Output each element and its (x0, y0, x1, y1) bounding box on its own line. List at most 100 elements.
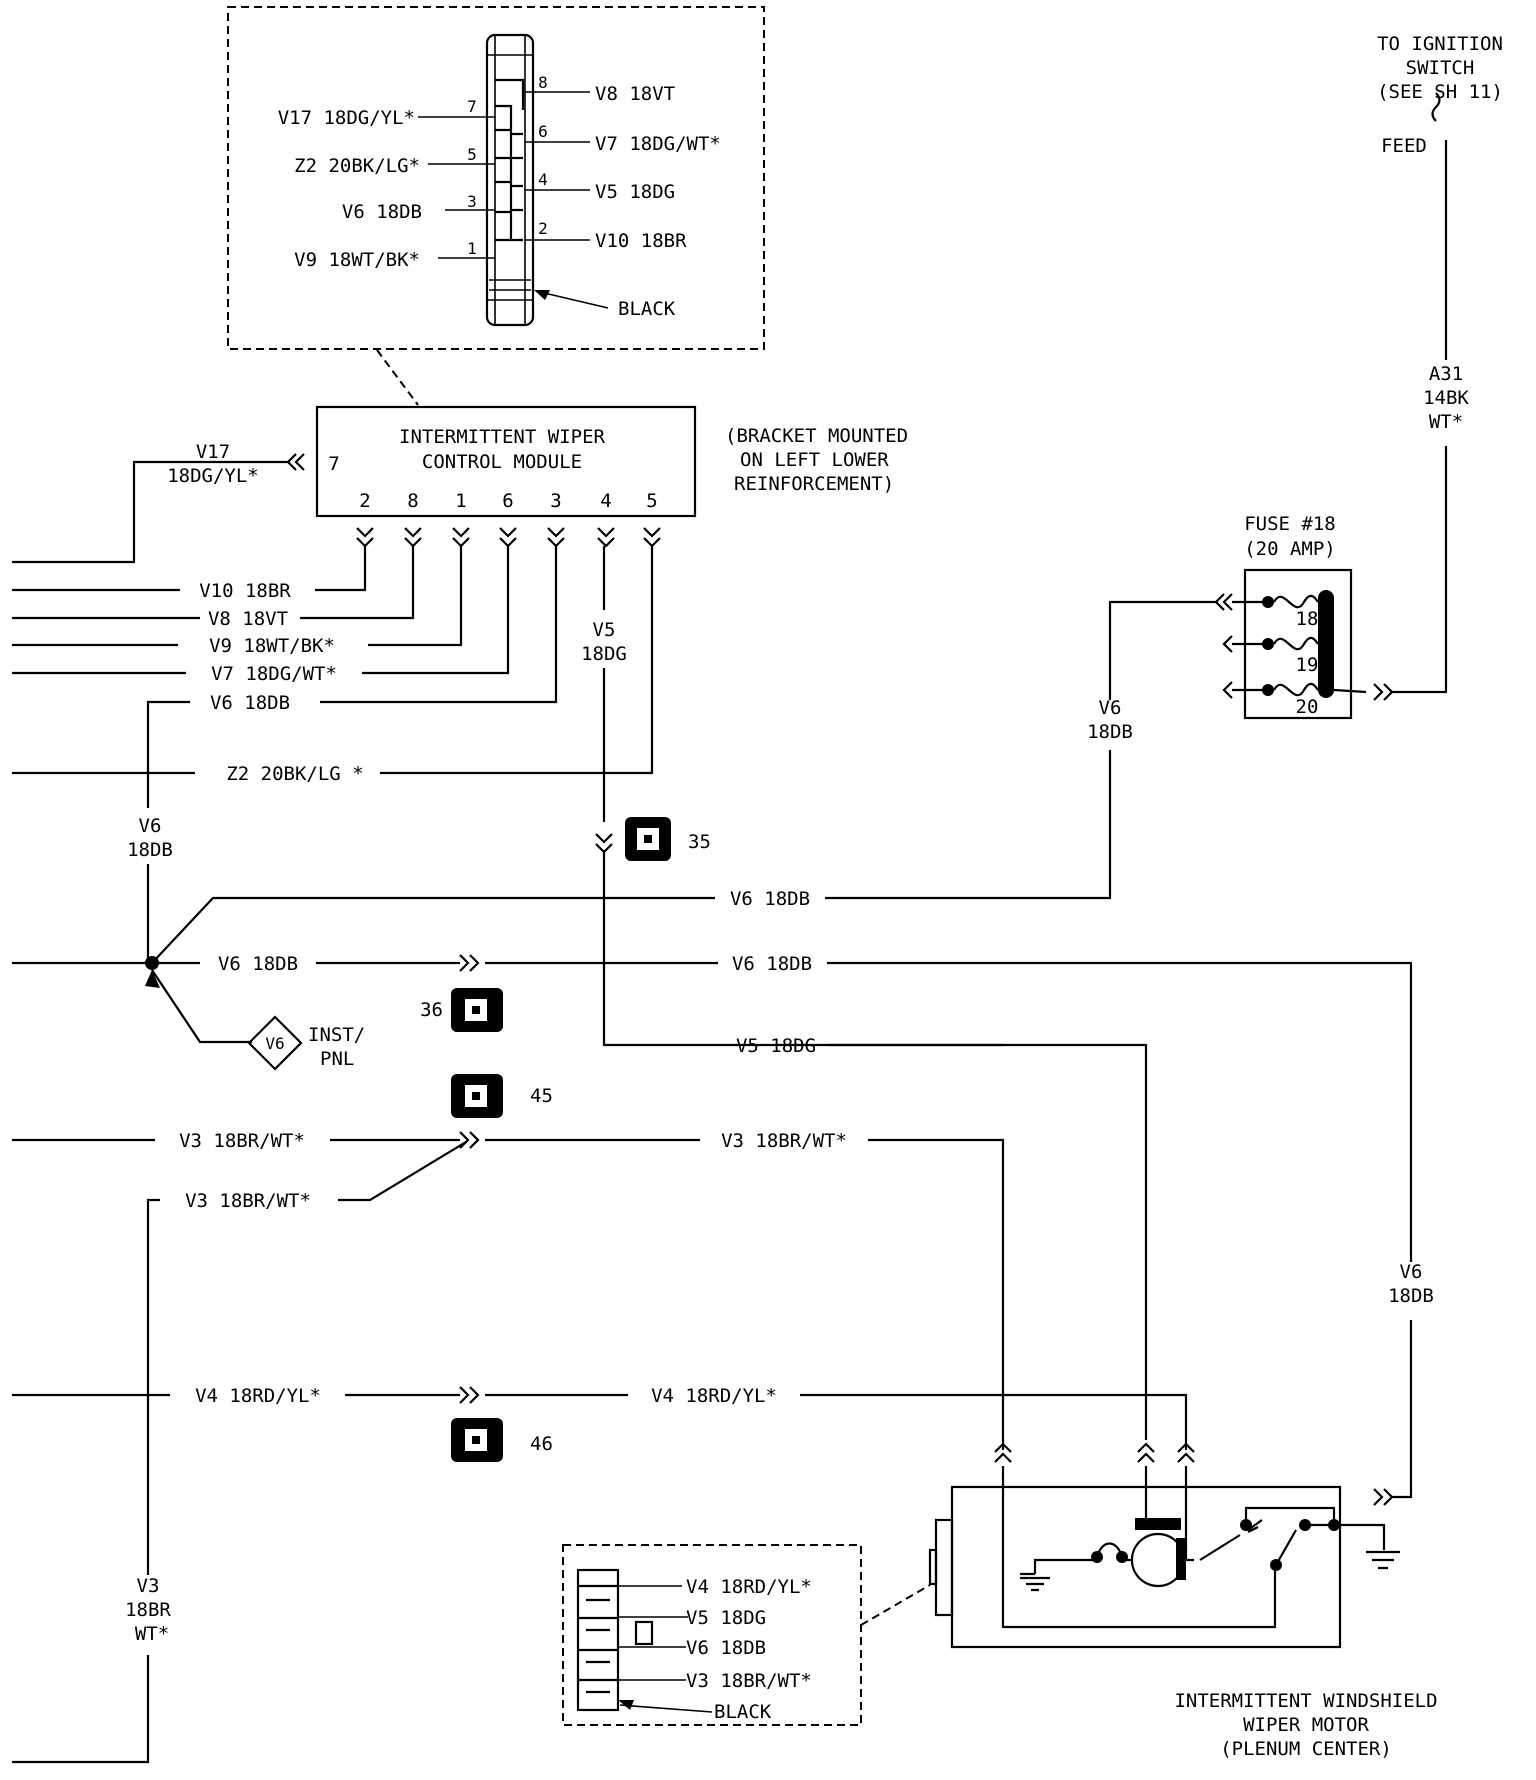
v17-label-2: 18DG/YL* (167, 465, 259, 487)
pin-number-6: 6 (538, 122, 548, 141)
fuse-title-2: (20 AMP) (1244, 538, 1336, 560)
v6-fuse-label-2: 18DB (1087, 721, 1133, 743)
control-module-box (315, 405, 697, 518)
motor-label-3: (PLENUM CENTER) (1220, 1738, 1392, 1760)
connector-46-label: 46 (530, 1433, 553, 1455)
module-title-2: CONTROL MODULE (422, 451, 582, 473)
wire-v7: V7 18DG/WT* (211, 663, 337, 685)
pin-label-8: V8 18VT (595, 83, 675, 105)
pin-number-3: 3 (467, 192, 477, 211)
v6-left-label-2: 18DB (127, 839, 173, 861)
connector-45-label: 45 (530, 1085, 553, 1107)
wire-v5-motor: V5 18DG (736, 1035, 816, 1057)
fuse-num-19: 19 (1296, 654, 1319, 676)
motor-label-2: WIPER MOTOR (1243, 1714, 1369, 1736)
module-pin: 1 (455, 490, 466, 512)
pin-number-7: 7 (467, 97, 477, 116)
motor-pin-v5: V5 18DG (686, 1607, 766, 1629)
control-module: INTERMITTENT WIPER CONTROL MODULE 7 2 8 … (315, 405, 697, 518)
pin-number-8: 8 (538, 73, 548, 92)
module-pin: 5 (646, 490, 657, 512)
connector-body (485, 33, 535, 327)
module-pin-7: 7 (328, 453, 339, 475)
module-note-3: REINFORCEMENT) (734, 473, 894, 495)
wiper-motor (928, 1442, 1400, 1649)
pin-number-2: 2 (538, 219, 548, 238)
module-pin: 8 (407, 490, 418, 512)
ground-id: V6 (265, 1034, 284, 1053)
v17-label-1: V17 (196, 441, 230, 463)
connector-36-label: 36 (420, 999, 443, 1021)
ignition-label-2: SWITCH (1406, 57, 1475, 79)
a31-label-2: 14BK (1423, 387, 1469, 409)
v3-vertical-label-2: 18BR (125, 1599, 171, 1621)
ignition-label-3: (SEE SH 11) (1377, 81, 1503, 103)
wire-v3-left: V3 18BR/WT* (179, 1130, 305, 1152)
pin-label-7: V17 18DG/YL* (278, 107, 415, 129)
a31-label-3: WT* (1429, 411, 1463, 433)
fuse-18: FUSE #18 (20 AMP) 18 19 20 (1214, 513, 1367, 720)
connector-detail-box (227, 6, 765, 350)
v6-right-label-1: V6 (1400, 1261, 1423, 1283)
v6-left-label-1: V6 (139, 815, 162, 837)
v3-vertical-label-1: V3 (137, 1575, 160, 1597)
motor-connector-color: BLACK (714, 1701, 772, 1723)
motor-label-1: INTERMITTENT WINDSHIELD (1174, 1690, 1437, 1712)
wire-v4-right: V4 18RD/YL* (651, 1385, 777, 1407)
wire-v6-splice-left: V6 18DB (218, 953, 298, 975)
module-title-1: INTERMITTENT WIPER (399, 426, 605, 448)
connector-35: 35 (625, 817, 711, 861)
a31-label-1: A31 (1429, 363, 1463, 385)
fuse-num-20: 20 (1296, 696, 1319, 718)
wire-v3-right: V3 18BR/WT* (721, 1130, 847, 1152)
wire-v8: V8 18VT (208, 608, 288, 630)
pin-label-3: V6 18DB (342, 201, 422, 223)
v5-label-1: V5 (593, 619, 616, 641)
pin-number-1: 1 (467, 239, 477, 258)
wire-z2: Z2 20BK/LG * (226, 763, 363, 785)
v6-right-label-2: 18DB (1388, 1285, 1434, 1307)
motor-connector-detail: V4 18RD/YL* V5 18DG V6 18DB V3 18BR/WT* … (562, 1544, 862, 1726)
pin-number-5: 5 (467, 145, 477, 164)
pin-label-4: V5 18DG (595, 181, 675, 203)
module-pin: 3 (550, 490, 561, 512)
ground-label-2: PNL (320, 1048, 354, 1070)
v5-label-2: 18DG (581, 643, 627, 665)
pin-label-2: V10 18BR (595, 230, 687, 252)
pin-label-1: V9 18WT/BK* (294, 249, 420, 271)
connector-46: 46 (451, 1418, 553, 1462)
module-pin: 2 (359, 490, 370, 512)
feed-label: FEED (1381, 135, 1427, 157)
wire-v4-left: V4 18RD/YL* (195, 1385, 321, 1407)
motor-pin-v6: V6 18DB (686, 1637, 766, 1659)
module-note-2: ON LEFT LOWER (740, 449, 889, 471)
pin-label-6: V7 18DG/WT* (595, 133, 721, 155)
v3-vertical-label-3: WT* (135, 1623, 169, 1645)
module-pin: 4 (600, 490, 611, 512)
module-note-1: (BRACKET MOUNTED (725, 425, 908, 447)
fuse-num-18: 18 (1296, 608, 1319, 630)
motor-pin-v3: V3 18BR/WT* (686, 1670, 812, 1692)
wire-v6-splice-right: V6 18DB (732, 953, 812, 975)
wire-v6-module: V6 18DB (210, 692, 290, 714)
pin-number-4: 4 (538, 170, 548, 189)
connector-detail: V17 18DG/YL* 7 Z2 20BK/LG* 5 V6 18DB 3 V… (227, 6, 765, 350)
wire-v9: V9 18WT/BK* (209, 635, 335, 657)
connector-35-label: 35 (688, 831, 711, 853)
connector-color-label: BLACK (618, 298, 676, 320)
wire-v10: V10 18BR (199, 580, 291, 602)
ignition-label-1: TO IGNITION (1377, 33, 1503, 55)
module-pin-connectors (356, 527, 661, 548)
pin-label-5: Z2 20BK/LG* (294, 155, 420, 177)
motor-pin-v4: V4 18RD/YL* (686, 1576, 812, 1598)
splice-dot (145, 956, 159, 970)
connector-36: 36 (420, 988, 503, 1032)
module-pin: 6 (502, 490, 513, 512)
connector-45: 45 (451, 1074, 553, 1118)
ground-label-1: INST/ (308, 1024, 365, 1046)
fuse-title-1: FUSE #18 (1244, 513, 1336, 535)
wire-v6-top: V6 18DB (730, 888, 810, 910)
wire-v3-branch: V3 18BR/WT* (185, 1190, 311, 1212)
v6-fuse-label-1: V6 (1099, 697, 1122, 719)
